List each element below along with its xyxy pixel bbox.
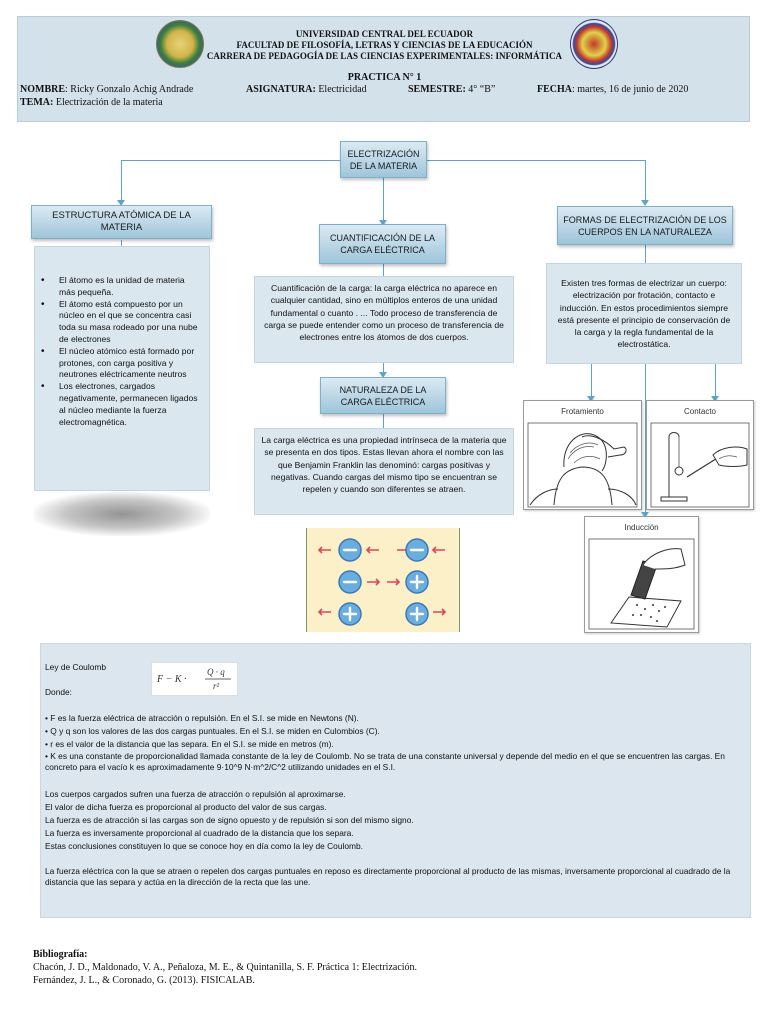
conclusion-line: El valor de dicha fuerza es proporcional… xyxy=(45,802,327,812)
conclusion-line: Los cuerpos cargados sufren una fuerza d… xyxy=(45,789,346,799)
practice-number: PRACTICA N° 1 xyxy=(347,72,422,83)
svg-text:r²: r² xyxy=(213,681,220,691)
contact-picture: Contacto xyxy=(646,400,754,510)
contact-caption: Contacto xyxy=(683,407,717,416)
connector xyxy=(645,364,646,516)
conclusion-line: La fuerza es de atracción si las cargas … xyxy=(45,815,414,825)
atomic-structure-box: El átomo es la unidad de materia más peq… xyxy=(34,246,210,491)
connector-arrow xyxy=(587,396,595,402)
connector xyxy=(645,160,646,204)
box-shadow-decoration xyxy=(34,492,210,536)
connector-arrow xyxy=(379,220,387,226)
nature-box: La carga eléctrica es una propiedad intr… xyxy=(254,428,514,515)
bullet-item: El átomo es la unidad de materia más peq… xyxy=(35,275,203,299)
connector xyxy=(121,240,122,246)
university-seal-left-icon xyxy=(156,20,204,68)
date: FECHA: martes, 16 de junio de 2020 xyxy=(537,84,689,95)
connector-arrow xyxy=(641,512,649,518)
nature-title: NATURALEZA DE LA CARGA ELÉCTRICA xyxy=(320,377,446,414)
induction-caption: Inducción xyxy=(624,523,659,532)
connector xyxy=(645,245,646,263)
svg-text:F − K ·: F − K · xyxy=(156,674,187,685)
document-header: UNIVERSIDAD CENTRAL DEL ECUADOR FACULTAD… xyxy=(17,16,750,122)
connector xyxy=(383,264,384,276)
definition-item: • Q y q son los valores de las dos carga… xyxy=(45,726,380,736)
connector xyxy=(427,160,645,161)
faculty-name: FACULTAD DE FILOSOFÍA, LETRAS Y CIENCIAS… xyxy=(236,40,533,50)
quantification-title: CUANTIFICACIÓN DE LA CARGA ELÉCTRICA xyxy=(319,224,446,264)
coulomb-title: Ley de Coulomb xyxy=(45,662,106,672)
bullet-item: El átomo está compuesto por un núcleo en… xyxy=(35,299,203,346)
root-concept: ELECTRIZACIÓN DE LA MATERIA xyxy=(340,141,427,178)
connector-arrow xyxy=(641,200,649,206)
semester: SEMESTRE: 4° “B” xyxy=(408,84,496,95)
connector xyxy=(591,364,592,400)
definition-item: • r es el valor de la distancia que las … xyxy=(45,739,334,749)
bullet-item: Los electrones, cargados negativamente, … xyxy=(35,381,203,428)
where-label: Donde: xyxy=(45,687,73,697)
connector xyxy=(383,363,384,377)
coulomb-formula-svg: F − K · Q · q r² xyxy=(156,667,231,691)
connector xyxy=(121,160,122,204)
connector xyxy=(715,364,716,400)
coulomb-section: Ley de Coulomb F − K · Q · q r² Donde: •… xyxy=(40,643,751,918)
university-name: UNIVERSIDAD CENTRAL DEL ECUADOR xyxy=(295,29,474,39)
svg-text:Q · q: Q · q xyxy=(207,667,225,677)
connector-arrow xyxy=(117,200,125,206)
bullet-item: El núcleo atómico está formado por proto… xyxy=(35,346,203,381)
career-name: CARRERA DE PEDAGOGÍA DE LAS CIENCIAS EXP… xyxy=(206,51,563,61)
charges-svg xyxy=(317,538,447,626)
atomic-structure-title: ESTRUCTURA ATÓMICA DE LA MATERIA xyxy=(31,205,212,239)
quantification-box: Cuantificación de la carga: la carga elé… xyxy=(254,276,514,363)
topic: TEMA: Electrización de la materia xyxy=(20,97,163,108)
conclusion-line: La fuerza es inversamente proporcional a… xyxy=(45,828,354,838)
coulomb-formula: F − K · Q · q r² xyxy=(151,662,238,696)
electrization-forms-title: FORMAS DE ELECTRIZACIÓN DE LOS CUERPOS E… xyxy=(557,206,733,245)
induction-drawing xyxy=(588,538,695,630)
conclusion-line: Estas conclusiones constituyen lo que se… xyxy=(45,841,363,851)
friction-caption: Frotamiento xyxy=(561,407,604,416)
connector-arrow xyxy=(379,372,387,378)
coulomb-summary: La fuerza eléctrica con la que se atraen… xyxy=(45,866,731,887)
friction-drawing xyxy=(527,422,638,508)
connector xyxy=(383,414,384,428)
connector xyxy=(383,178,384,224)
faculty-seal-right-icon xyxy=(570,19,618,69)
subject: ASIGNATURA: Electricidad xyxy=(246,84,367,95)
definition-item: • K es una constante de proporcionalidad… xyxy=(45,751,725,772)
connector-arrow xyxy=(711,396,719,402)
bibliography-title: Bibliografía: xyxy=(33,949,88,960)
student-name: NOMBRE: Ricky Gonzalo Achig Andrade xyxy=(20,84,194,95)
charges-illustration xyxy=(306,528,460,632)
contact-drawing xyxy=(650,422,750,508)
bibliography-ref: Chacón, J. D., Maldonado, V. A., Peñaloz… xyxy=(33,962,418,973)
connector xyxy=(121,160,340,161)
electrization-forms-box: Existen tres formas de electrizar un cue… xyxy=(546,263,742,364)
induction-picture: Inducción xyxy=(584,516,699,633)
definition-item: • F es la fuerza eléctrica de atracción … xyxy=(45,713,359,723)
bibliography-ref: Fernández, J. L., & Coronado, G. (2013).… xyxy=(33,975,255,986)
friction-picture: Frotamiento xyxy=(523,400,642,510)
